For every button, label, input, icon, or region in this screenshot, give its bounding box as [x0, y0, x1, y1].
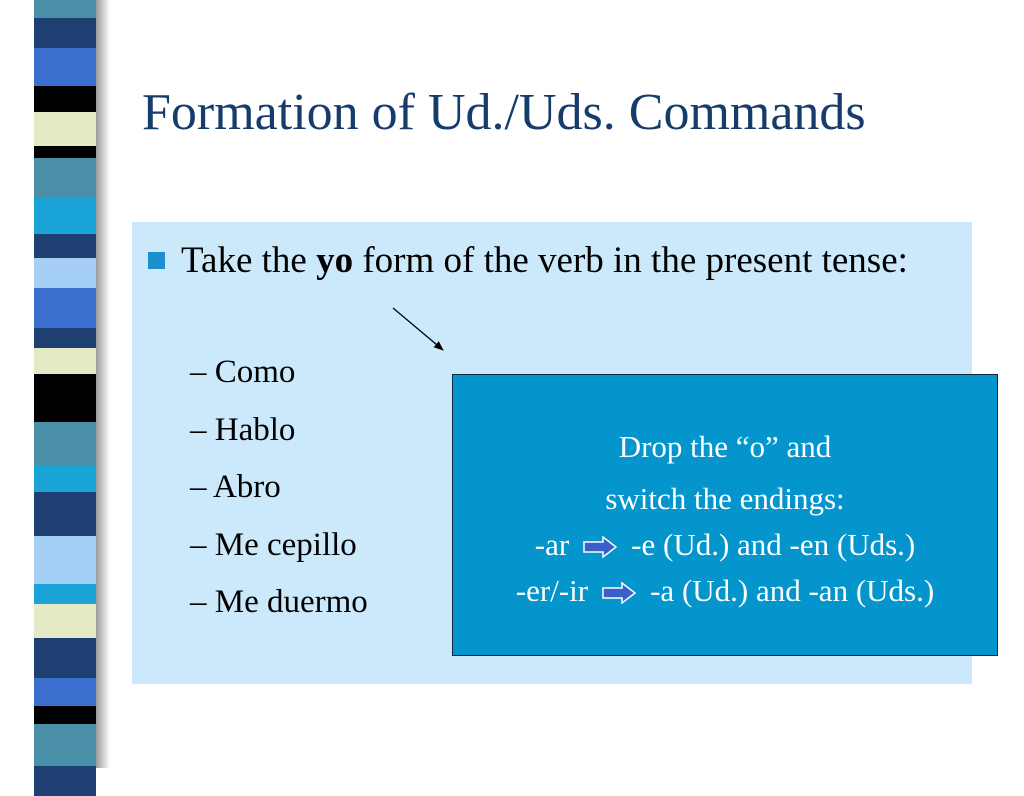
stripe-segment — [34, 18, 96, 48]
stripe-segment — [34, 348, 96, 374]
verb-list-item: – Como — [190, 350, 368, 408]
stripe-segment — [34, 678, 96, 706]
bullet-text: Take the yo form of the verb in the pres… — [181, 236, 971, 286]
verb-text: Hablo — [214, 411, 296, 448]
verb-list-item: – Me duermo — [190, 580, 368, 638]
dash-prefix: – — [190, 584, 207, 620]
dash-prefix: – — [190, 354, 207, 390]
stripe-segment — [34, 766, 96, 796]
stripe-segment — [34, 724, 96, 748]
square-bullet-icon — [148, 252, 165, 269]
dash-prefix: – — [190, 469, 207, 505]
verb-list-item: – Abro — [190, 465, 368, 523]
callout-line-2: switch the endings: — [605, 481, 845, 516]
rule-to: -e (Ud.) and -en (Uds.) — [631, 527, 916, 562]
bullet-text-after: form of the verb in the present tense: — [353, 240, 908, 281]
bullet-text-bold: yo — [316, 240, 354, 281]
stripe-segment — [34, 86, 96, 112]
stripe-segment — [34, 638, 96, 678]
callout-box: Drop the “o” and switch the endings: -ar… — [452, 374, 998, 656]
stripe-segment — [34, 288, 96, 328]
callout-line-1: Drop the “o” and — [618, 429, 832, 464]
stripe-segment — [34, 146, 96, 158]
verb-text: Abro — [212, 469, 281, 505]
dash-prefix: – — [190, 526, 207, 563]
stripe-segment — [34, 328, 96, 348]
stripe-segment — [34, 706, 96, 724]
verb-text: Me cepillo — [214, 526, 357, 563]
decorative-stripe — [0, 0, 118, 796]
stripe-shadow — [96, 0, 110, 768]
stripe-segment — [34, 748, 96, 766]
bullet-text-before: Take the — [181, 240, 317, 281]
right-arrow-icon — [602, 576, 637, 612]
stripe-segment — [34, 158, 96, 198]
rule-from: -er/-ir — [515, 573, 589, 608]
rule-from: -ar — [534, 527, 570, 562]
stripe-pattern — [34, 0, 96, 796]
stripe-segment — [34, 536, 96, 584]
verb-list-item: – Hablo — [190, 408, 368, 466]
stripe-segment — [34, 422, 96, 466]
slide-title: Formation of Ud./Uds. Commands — [142, 84, 866, 141]
verb-list-item: – Me cepillo — [190, 523, 368, 581]
stripe-segment — [34, 584, 96, 604]
stripe-segment — [34, 48, 96, 86]
right-arrow-icon — [583, 530, 618, 566]
callout-rule-er-ir: -er/-ir -a (Ud.) and -an (Uds.) — [453, 573, 997, 612]
stripe-segment — [34, 258, 96, 288]
verb-list: – Como – Hablo – Abro – Me cepillo – Me … — [190, 350, 368, 638]
rule-to: -a (Ud.) and -an (Uds.) — [650, 573, 935, 608]
stripe-segment — [34, 112, 96, 146]
stripe-segment — [34, 0, 96, 18]
verb-text: Como — [214, 354, 296, 390]
verb-text: Me duermo — [214, 584, 368, 620]
stripe-segment — [34, 374, 96, 422]
dash-prefix: – — [190, 411, 207, 448]
stripe-segment — [34, 234, 96, 258]
callout-rule-ar: -ar -e (Ud.) and -en (Uds.) — [453, 527, 997, 566]
stripe-segment — [34, 604, 96, 638]
stripe-segment — [34, 198, 96, 234]
stripe-segment — [34, 492, 96, 536]
stripe-segment — [34, 466, 96, 492]
